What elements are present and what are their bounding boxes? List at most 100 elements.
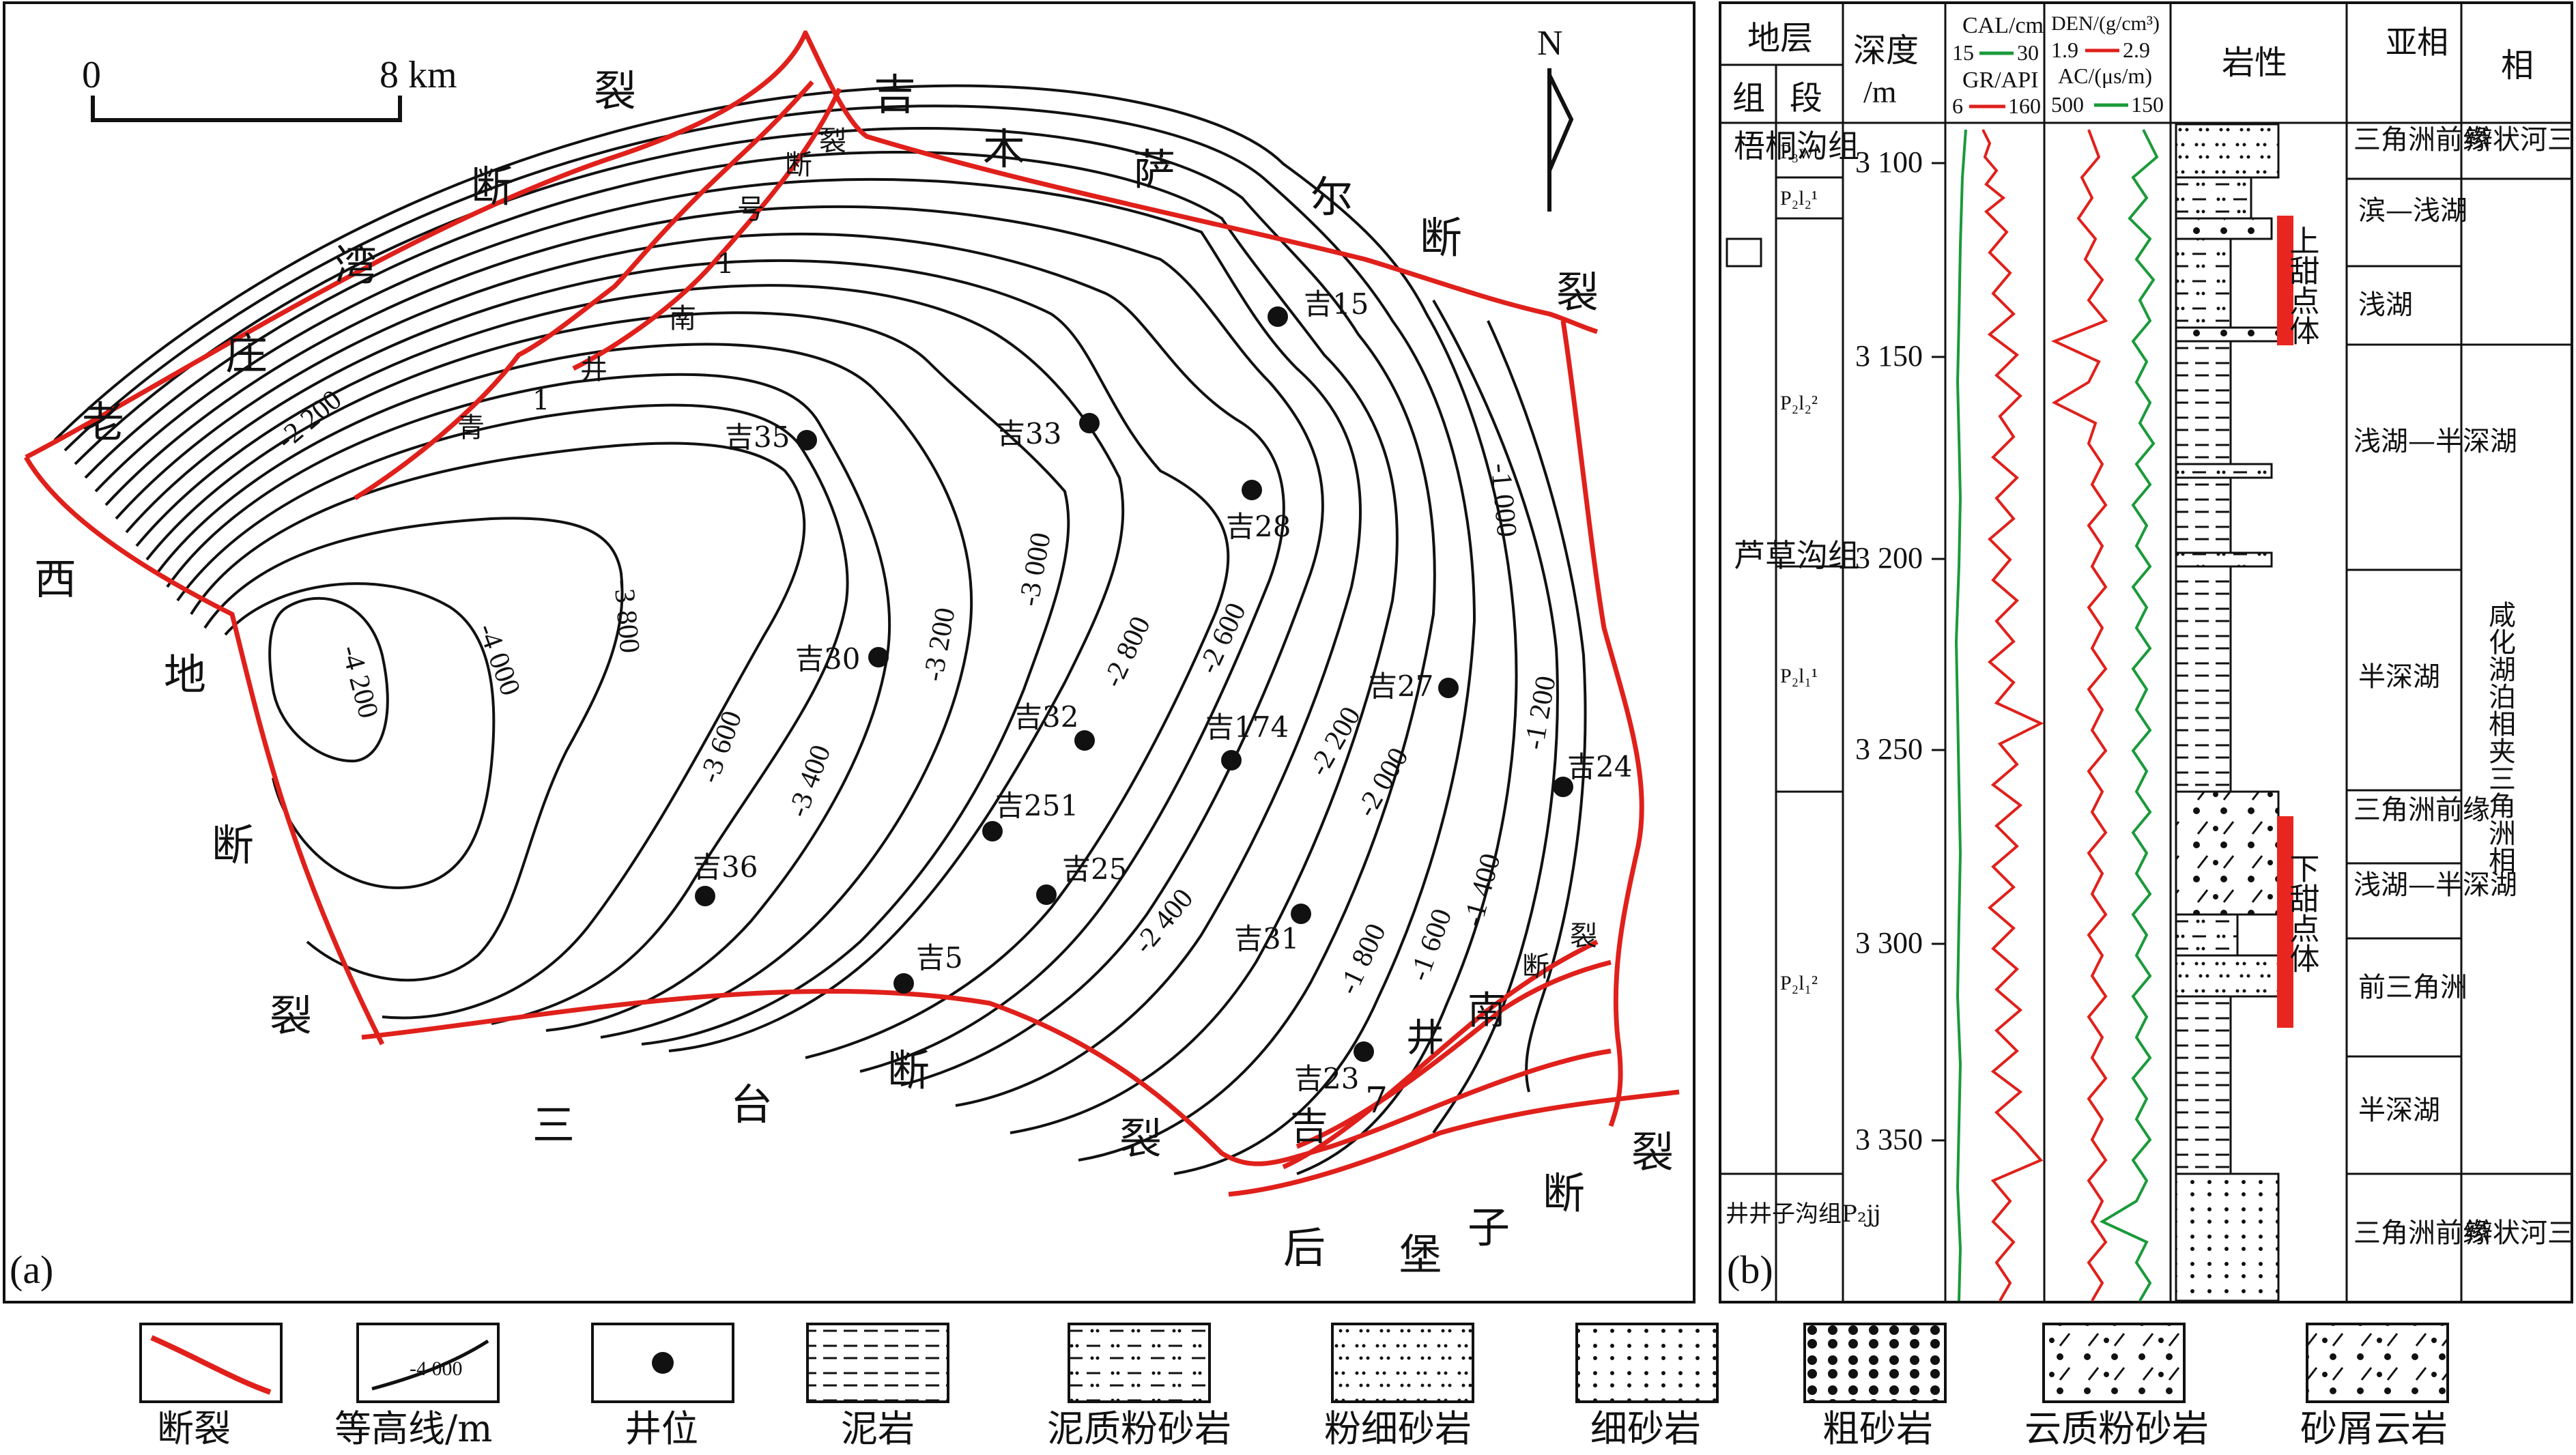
header-den-max: 2.9 xyxy=(2123,38,2150,62)
well-dot-icon xyxy=(797,430,817,450)
fault-label: 裂 xyxy=(594,66,636,116)
wells: 吉15 吉35 吉33 吉28 吉30 吉27 吉32 吉174 吉24 吉25… xyxy=(693,287,1632,1095)
well-dot-icon xyxy=(1221,750,1242,770)
well-dot-icon xyxy=(1438,678,1459,698)
header-ac-min: 500 xyxy=(2051,92,2084,117)
legend-label: 泥岩 xyxy=(841,1407,915,1450)
lithology-bed xyxy=(2175,463,2273,479)
inner-fault-names: 断 裂 号 1 南 井 1 青 断 裂 南 井 吉 7 xyxy=(457,126,1597,1149)
formation-wutonggou: 梧桐沟组 xyxy=(1734,128,1859,164)
fine-sandstone-pattern-icon xyxy=(1575,1323,1719,1403)
subfacies-label: 浅湖—半深湖 xyxy=(2353,426,2517,457)
header-gr: GR/API xyxy=(1962,68,2038,93)
facies-label: 咸化湖泊相夹三角洲相 xyxy=(2484,601,2515,874)
well-name: 吉28 xyxy=(1226,510,1291,543)
map-panel-label: (a) xyxy=(10,1248,53,1292)
well-dot-icon xyxy=(1079,413,1100,433)
fault-label: 萨 xyxy=(1133,145,1175,195)
well-name: 吉31 xyxy=(1234,922,1299,955)
upper-sweet-spot-bar xyxy=(2277,216,2293,345)
lithology-bed xyxy=(2175,1172,2280,1302)
header-cal-min: 15 xyxy=(1952,40,1974,65)
lithology-bed xyxy=(2175,954,2280,998)
subfacies-label: 三角洲前缘 xyxy=(2353,124,2490,156)
subfacies-label: 浅湖 xyxy=(2358,289,2413,321)
legend-label: 粉细砂岩 xyxy=(1324,1407,1472,1450)
subfacies-label: 三角洲前缘 xyxy=(2353,794,2490,826)
depth-tick: 3 200 xyxy=(1855,541,1923,575)
sweet-spot-label: 上甜点体 xyxy=(2285,225,2319,345)
fault-label: 号 xyxy=(737,194,764,225)
header-gr-max: 160 xyxy=(2008,93,2041,118)
fault-label: 7 xyxy=(1365,1080,1388,1121)
well-name: 吉30 xyxy=(795,642,860,676)
well-name: 吉251 xyxy=(995,789,1078,822)
well-dot-icon xyxy=(1036,884,1057,905)
well-name: 吉32 xyxy=(1014,700,1078,734)
contour-label: -2 600 xyxy=(1192,598,1253,678)
fault-label: 尔 xyxy=(1311,172,1353,222)
fault-label: 裂 xyxy=(1570,921,1597,952)
fault-label: 后 xyxy=(1283,1223,1326,1273)
fault-label: 断 xyxy=(1522,951,1549,983)
member-label: P₂l₂² xyxy=(1780,392,1818,414)
well-dot-icon xyxy=(1268,306,1288,327)
facies-label: 辫状河三角洲 xyxy=(2465,124,2576,156)
header-strata: 地层 xyxy=(1747,19,1813,57)
contour-label: -3 200 xyxy=(918,605,962,684)
contour-label: -2 200 xyxy=(1303,702,1367,781)
header-subfacies: 亚相 xyxy=(2386,24,2448,61)
member-label: P₃wt xyxy=(1780,141,1820,163)
well-name: 吉15 xyxy=(1304,287,1369,321)
muddy-siltstone-pattern-icon xyxy=(1068,1323,1211,1403)
lithology-bed xyxy=(2175,995,2232,1175)
header-depth: 深度 xyxy=(1853,31,1919,70)
well-name: 吉27 xyxy=(1369,669,1433,703)
contour-label: -1 400 xyxy=(1457,850,1507,930)
well-dot-icon xyxy=(868,647,889,667)
subfacies-label: 浅湖—半深湖 xyxy=(2353,869,2517,901)
log-curves xyxy=(1954,129,2159,1301)
lithology-bed xyxy=(2175,176,2252,220)
header-den-min: 1.9 xyxy=(2051,38,2078,62)
well-dot-icon xyxy=(1553,777,1573,797)
fault-label: 南 xyxy=(1468,989,1506,1033)
scale-start: 0 xyxy=(82,54,101,96)
header-den: DEN/(g/cm³) xyxy=(2051,12,2160,35)
depth-axis: 3 100 3 150 3 200 3 250 3 300 3 350 xyxy=(1855,145,1945,1156)
sandy-dolomite-pattern-icon xyxy=(2306,1323,2449,1403)
fault-names: 裂 吉 木 萨 尔 断 裂 断 湾 庄 老 西 地 断 裂 三 台 断 裂 后 … xyxy=(34,66,1674,1280)
fault-label: 1 xyxy=(717,248,734,280)
subfacies-label: 半深湖 xyxy=(2358,661,2440,693)
depth-tick: 3 100 xyxy=(1855,145,1923,179)
coarse-sandstone-pattern-icon xyxy=(1803,1323,1947,1403)
fault-label: 断 xyxy=(212,820,254,870)
fault-label: 裂 xyxy=(1631,1127,1674,1177)
fault-label: 三 xyxy=(532,1100,575,1150)
sweet-spot-label: 下甜点体 xyxy=(2285,853,2319,973)
formation-name: 井井子沟组P₂jj xyxy=(1726,1200,1881,1228)
fault-label: 井 xyxy=(1406,1016,1444,1061)
well-dot-icon xyxy=(982,821,1003,841)
lithology-bed xyxy=(2175,217,2273,240)
fault-label: 堡 xyxy=(1399,1230,1442,1280)
lithology-bed xyxy=(2175,237,2232,329)
fault-label: 庄 xyxy=(225,329,268,379)
lithology-bed xyxy=(2175,476,2232,554)
legend-label: 细砂岩 xyxy=(1590,1407,1701,1450)
fault-lines xyxy=(23,30,1680,1197)
fault-label: 青 xyxy=(457,412,485,444)
lithology-column xyxy=(2175,123,2280,1302)
north-arrow-icon: N xyxy=(1537,24,1574,212)
member-label: P₂l₂¹ xyxy=(1780,187,1818,210)
subfacies-label: 半深湖 xyxy=(2358,1095,2440,1126)
well-dot-icon xyxy=(1354,1041,1374,1062)
header-ac-max: 150 xyxy=(2131,92,2164,117)
scale-bar: 0 8 km xyxy=(82,54,457,122)
well-name: 吉24 xyxy=(1567,750,1632,783)
formation-name: 梧桐沟组 xyxy=(1734,128,1859,164)
map-panel: (a) 0 8 km N xyxy=(3,1,1695,1303)
subfacies-label: 滨—浅湖 xyxy=(2358,195,2467,227)
fault-label: 裂 xyxy=(1556,268,1599,317)
ac-curve xyxy=(2099,129,2159,1301)
